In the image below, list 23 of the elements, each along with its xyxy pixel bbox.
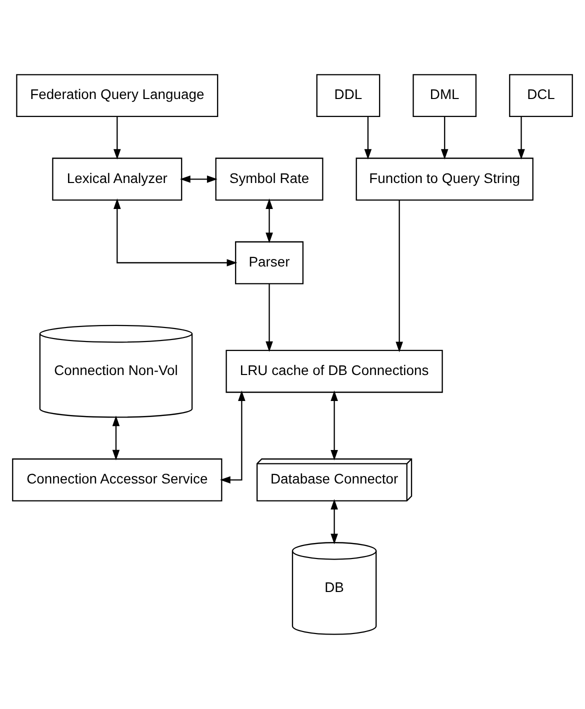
arrow (266, 198, 273, 244)
node-box: Function to Query String (356, 158, 534, 201)
node-box: Lexical Analyzer (52, 158, 182, 201)
node-box: DDL (316, 74, 380, 118)
arrow (266, 284, 273, 352)
arrow (114, 116, 121, 160)
arrow (518, 116, 525, 160)
arrow (114, 198, 238, 266)
node-box: DML (412, 74, 477, 118)
arrow (364, 116, 372, 160)
node-box: Connection Accessor Service (12, 458, 222, 502)
node-box: DCL (509, 74, 573, 118)
arrow (330, 390, 338, 460)
arrow (396, 200, 403, 352)
node-box: Parser (235, 241, 304, 284)
arrow (330, 499, 338, 544)
node-box: Symbol Rate (215, 158, 324, 201)
arrow (440, 116, 448, 160)
arrow (112, 416, 120, 460)
node-box: Federation Query Language (16, 74, 218, 118)
arrow (180, 176, 218, 183)
node-box: LRU cache of DB Connections (226, 350, 443, 393)
arrow (220, 390, 246, 484)
